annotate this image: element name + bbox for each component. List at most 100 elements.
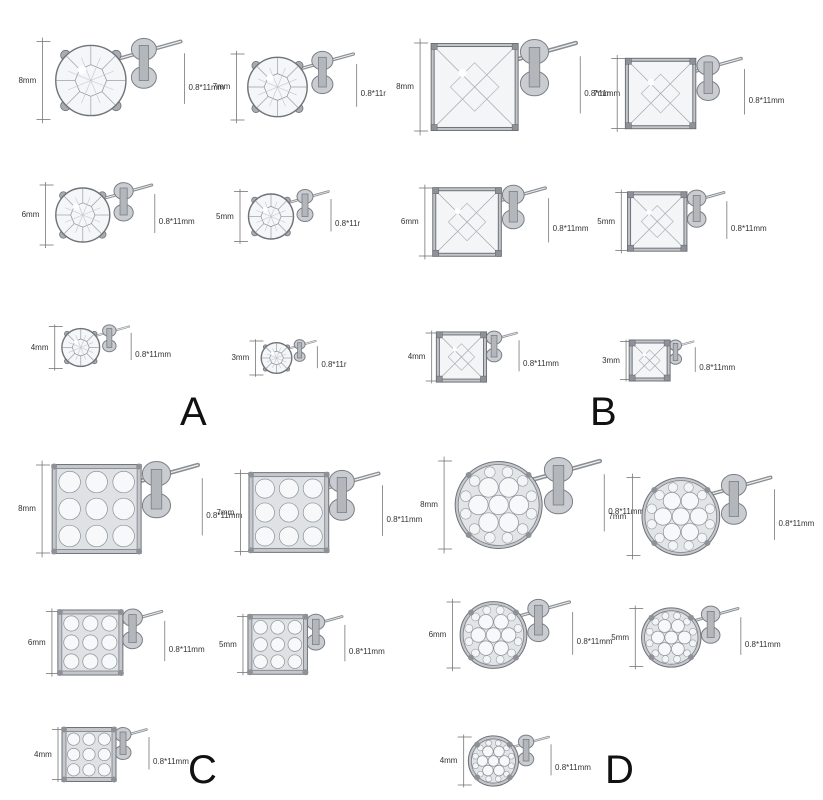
- pave-stone: [278, 526, 299, 547]
- princess-gem: [430, 43, 519, 131]
- earring-illustration: [620, 339, 696, 382]
- pave-stone-small: [495, 739, 502, 747]
- pave-stone: [680, 492, 699, 510]
- prong: [51, 548, 58, 555]
- pave-stone-small: [468, 475, 481, 487]
- back-center: [508, 190, 518, 223]
- facet: [66, 91, 80, 106]
- earring-illustration: [629, 605, 742, 670]
- facet-inner: [449, 62, 500, 112]
- pave-stone-small: [683, 540, 694, 551]
- pave-stone-small: [495, 655, 505, 664]
- facet-star: [270, 216, 286, 223]
- prong: [663, 339, 671, 347]
- pave-stone-small: [501, 532, 514, 544]
- dimension-lines: [249, 339, 318, 377]
- pave-stone-small: [508, 762, 515, 770]
- facet: [277, 223, 287, 233]
- post-size-label: 0.8*11mm: [386, 514, 423, 524]
- facet-star: [269, 86, 278, 107]
- facet: [265, 347, 272, 354]
- group-letter-b: B: [590, 390, 617, 434]
- size-label: 7mm: [212, 82, 231, 91]
- gem-sparkle: [77, 65, 87, 75]
- gem-sparkle: [270, 351, 275, 356]
- earring-illustration: [611, 55, 746, 132]
- prong: [246, 613, 253, 620]
- square-pave-gem: [56, 608, 124, 677]
- pave-stone: [478, 477, 499, 498]
- gem-sparkle: [454, 207, 461, 215]
- back-center: [336, 476, 347, 513]
- pave-stone-small: [508, 752, 515, 760]
- earring-illustration: [36, 37, 185, 124]
- pave-stone-small: [654, 532, 665, 543]
- pave-stone: [287, 654, 303, 669]
- pave-stone-small: [704, 519, 715, 530]
- pave-stone: [82, 748, 96, 761]
- size-label: 4mm: [30, 342, 49, 352]
- facet-diagonal: [656, 221, 685, 249]
- prong: [247, 547, 254, 554]
- facet-inner: [447, 202, 487, 242]
- prong: [111, 776, 117, 783]
- facet: [66, 55, 80, 70]
- size-label: 4mm: [439, 756, 458, 765]
- dimension-lines: [36, 37, 185, 124]
- gem-sparkle: [262, 207, 269, 213]
- prong: [323, 547, 330, 554]
- facet-star: [80, 347, 87, 360]
- pave-stone-small: [654, 490, 665, 501]
- round-gem: [55, 187, 111, 243]
- earring-illustration: [230, 50, 358, 124]
- pave-stone: [82, 634, 99, 651]
- pave-stone: [112, 497, 135, 521]
- pave-stone: [498, 477, 519, 498]
- facet: [86, 353, 95, 361]
- facet-star: [258, 78, 278, 88]
- facet-diagonal: [628, 93, 661, 126]
- prong: [628, 339, 636, 347]
- size-label: 6mm: [400, 217, 419, 226]
- facet-inner: [640, 204, 674, 239]
- pave-stone-small: [484, 466, 496, 478]
- round-gem: [61, 327, 101, 368]
- square-pave-gem: [247, 471, 330, 554]
- facet: [67, 353, 75, 361]
- back-center: [119, 731, 127, 755]
- facet-star: [277, 86, 297, 96]
- prong: [432, 187, 440, 194]
- pave-stone: [671, 619, 685, 633]
- pave-stone: [67, 732, 81, 746]
- facet-star: [65, 214, 83, 223]
- prong: [506, 741, 513, 748]
- prong: [651, 486, 658, 493]
- pave-stone: [255, 478, 275, 499]
- back-center: [728, 480, 739, 517]
- pave-stone: [82, 615, 99, 632]
- round-gem: [260, 341, 293, 375]
- facet-star: [277, 86, 286, 107]
- facet-diagonal: [656, 194, 685, 222]
- pave-stone: [677, 630, 692, 645]
- facet-star: [90, 80, 101, 104]
- post-size-label: 0.8*11mm: [135, 349, 172, 359]
- facet-diagonal: [439, 334, 462, 358]
- group-letter-c: C: [188, 748, 217, 792]
- facet-diagonal: [461, 334, 484, 358]
- pave-stone: [651, 630, 665, 645]
- pave-stone-small: [661, 655, 670, 663]
- pave-stone: [482, 745, 494, 758]
- earring-back: [275, 339, 317, 362]
- pave-stone-small: [513, 637, 523, 646]
- pave-stone: [468, 494, 489, 516]
- facet-star: [80, 342, 94, 348]
- pave-stone: [302, 526, 323, 547]
- gem-sparkle: [642, 352, 647, 357]
